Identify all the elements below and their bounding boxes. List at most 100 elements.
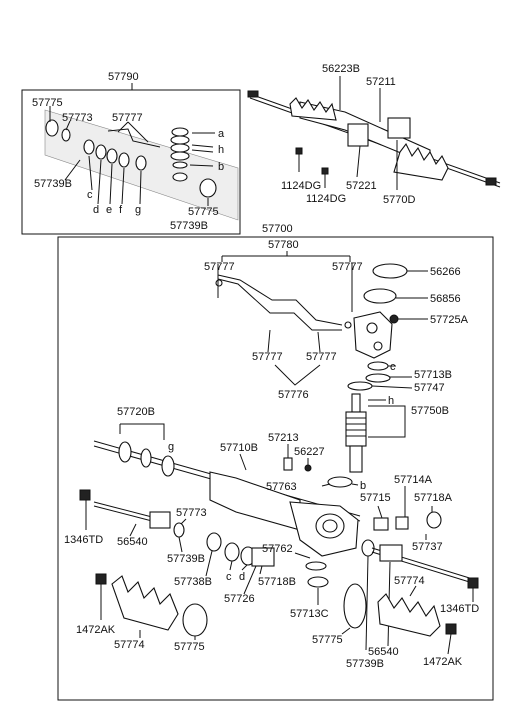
plug-57718a [426,511,442,529]
callout-56227: 56227 [294,446,325,458]
kit-spring-stack [170,127,190,182]
callout-5770d: 5770D [383,194,415,206]
kit-ring [61,128,71,142]
top-boot-right [393,142,449,181]
nut-1346td-left [79,489,91,501]
callout-h: h [218,144,224,156]
callout-57713b: 57713B [414,369,452,381]
callout-57718a: 57718A [414,492,453,504]
plug-57725a [389,314,399,324]
kit-group-label: 57790 [108,71,139,83]
callout-d: d [239,571,245,583]
callout-57211: 57211 [366,76,396,88]
rack-bushing-g [118,441,175,477]
callout-57718b: 57718B [258,576,296,588]
spring-57714a [395,516,409,530]
feed-line-lower [217,278,342,331]
ring-57773 [173,522,185,538]
bolt-56227 [304,464,312,472]
top-assembly: 56223B 57211 1124DG 1124D [247,63,501,206]
inner-ball-joint-right [379,544,403,562]
valve-housing [353,311,393,359]
callout-56266: 56266 [430,266,461,278]
top-clamp [347,123,369,147]
callout-57763: 57763 [266,481,297,493]
clamp-1472ak-left [95,573,107,585]
callout-57221: 57221 [346,180,377,192]
kit-pipe [107,128,161,148]
top-bolt-1124dg-b [321,167,329,188]
kit-group: 57790 [21,71,241,235]
callout-c: c [87,189,93,201]
clamp-1472ak-right [445,623,457,635]
seal-57775-center [343,583,367,629]
callout-d: d [93,204,99,216]
callout-57775: 57775 [32,97,63,109]
callout-57713c: 57713C [290,608,329,620]
boot-57774-right [377,593,441,637]
callout-57773: 57773 [176,507,207,519]
callout-1124dg-b: 1124DG [306,193,346,205]
top-boot-left [289,97,337,121]
callout-g: g [168,441,174,453]
callout-b: b [218,161,224,173]
bushing-57726 [251,547,275,567]
callout-56856: 56856 [430,293,461,305]
bracket-57213 [283,457,293,471]
kit-ring-c [83,139,95,155]
callout-57780: 57780 [268,239,299,251]
callout-57710b: 57710B [220,442,258,454]
top-tie-rod-end-right [485,177,497,186]
top-assembly-label: 56223B [322,63,360,75]
callout-1472ak-left: 1472AK [76,624,116,636]
callout-b: b [360,480,366,492]
callout-g: g [135,204,141,216]
main-frame [57,236,494,701]
kit-frame [21,89,241,235]
callout-57726: 57726 [224,593,255,605]
callout-h: h [388,395,394,407]
gear-housing [289,501,359,557]
callout-57737: 57737 [412,541,443,553]
callout-57739b-b: 57739B [170,220,208,232]
callout-57774-left: 57774 [114,639,145,651]
top-valve-body [387,117,411,139]
callout-57777-left: 57777 [204,261,235,273]
callout-a: a [218,128,225,140]
seal-57738b [206,532,222,552]
seal-57713b [365,373,391,383]
yoke-57715 [373,517,389,531]
callout-57777-right: 57777 [332,261,363,273]
top-bolt-1124dg-a [295,147,303,172]
callout-57738b: 57738B [174,576,212,588]
callout-57739b-center: 57739B [346,658,384,670]
inner-ball-joint-left [149,511,171,529]
callout-c-lower: c [226,571,232,583]
main-assembly: 57700 57780 57777 57777 57777 57777 5777… [57,223,494,701]
ring-57747 [347,381,373,391]
nut-1346td-right [467,577,479,589]
callout-57775-left: 57775 [174,641,205,653]
callout-e: e [106,204,112,216]
kit-ring-d [95,144,107,160]
kit-seal-57775 [45,119,59,137]
callout-1472ak-right: 1472AK [423,656,463,668]
seal-56266 [372,263,408,279]
bushing-c [224,542,240,562]
callout-57774-right: 57774 [394,575,425,587]
callout-57739b: 57739B [34,178,72,190]
ring-c [367,361,389,371]
callout-57750b: 57750B [411,405,449,417]
callout-57739b-left: 57739B [167,553,205,565]
seal-57713c [305,561,329,588]
boot-57774-left [111,575,179,631]
callout-57725a: 57725A [430,314,469,326]
callout-57773: 57773 [62,112,93,124]
kit-ring-e [106,148,118,164]
kit-ring-g [135,155,147,171]
callout-c-upper: c [390,361,396,373]
kit-seal-57775-b [199,178,217,198]
callout-57714a: 57714A [394,474,433,486]
seal-57775-left [182,603,208,637]
pinion-57750b [345,393,367,473]
